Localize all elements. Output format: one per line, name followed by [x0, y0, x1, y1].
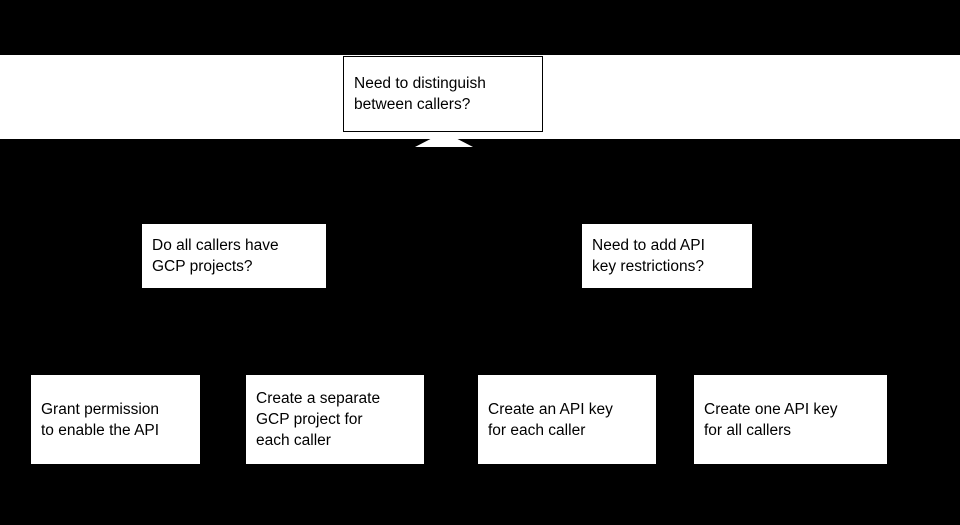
node-label: Create a separate GCP project for each c…: [256, 390, 381, 449]
chevron-up-icon: [413, 130, 475, 148]
node-create-one-api-key-for-all-callers[interactable]: Create one API key for all callers: [694, 375, 887, 464]
node-do-all-callers-have-gcp-projects[interactable]: Do all callers have GCP projects?: [142, 224, 326, 288]
node-label: Need to add API key restrictions?: [592, 237, 705, 275]
node-need-to-add-api-key-restrictions[interactable]: Need to add API key restrictions?: [582, 224, 752, 288]
node-grant-permission-to-enable-the-api[interactable]: Grant permission to enable the API: [31, 375, 200, 464]
node-label: Do all callers have GCP projects?: [152, 237, 279, 275]
node-label: Grant permission to enable the API: [41, 400, 160, 439]
node-create-an-api-key-for-each-caller[interactable]: Create an API key for each caller: [478, 375, 656, 464]
node-label: Need to distinguish between callers?: [354, 75, 486, 113]
node-label: Create one API key for all callers: [704, 400, 838, 439]
node-label: Create an API key for each caller: [488, 400, 613, 439]
node-create-a-separate-gcp-project-for-each-caller[interactable]: Create a separate GCP project for each c…: [246, 375, 424, 464]
node-need-to-distinguish[interactable]: Need to distinguish between callers?: [343, 56, 543, 132]
